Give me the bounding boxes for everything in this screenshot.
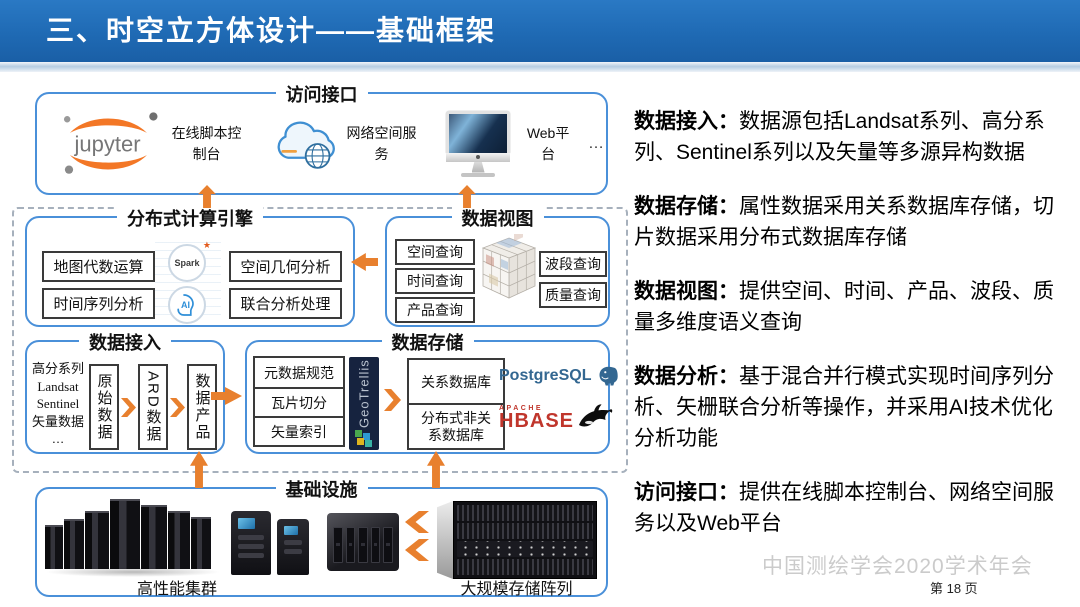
chevron-left-icon — [405, 511, 429, 533]
imac-base — [461, 172, 496, 177]
postgres-elephant-icon — [599, 366, 619, 386]
db-distributed-nosql: 分布式非关系数据库 — [409, 403, 503, 448]
query-time: 时间查询 — [395, 268, 475, 294]
data-storage-title: 数据存储 — [381, 329, 474, 355]
compute-engine-title: 分布式计算引擎 — [117, 205, 263, 231]
access-interface-title: 访问接口 — [275, 81, 368, 107]
paragraph-data-view: 数据视图：提供空间、时间、产品、波段、质量多维度语义查询 — [634, 280, 1054, 334]
storage-array-image — [437, 501, 597, 579]
compute-item-time-series: 时间序列分析 — [42, 288, 155, 319]
cloud-service-icon — [277, 120, 335, 169]
chevron-right-icon — [121, 398, 136, 417]
data-view-box: 数据视图 空间查询 时间查询 产品查询 波段查询 质量查询 — [385, 205, 610, 327]
header-bar: 三、时空立方体设计——基础框架 — [0, 0, 1080, 62]
source-sentinel: Sentinel — [36, 396, 80, 412]
stage-raw-data: 原始数据 — [89, 364, 119, 450]
chevron-right-icon — [170, 398, 185, 417]
imac-web-icon — [446, 110, 511, 177]
access-interface-content: jupyter 在线脚本控制台 网络空间服务 Web平台 … — [37, 94, 606, 193]
compute-engine-box: 分布式计算引擎 地图代数运算 空间几何分析 时间序列分析 联合分析处理 Spar… — [25, 205, 355, 327]
db-relational: 关系数据库 — [421, 373, 491, 390]
compute-item-map-algebra: 地图代数运算 — [42, 251, 155, 282]
conference-watermark: 中国测绘学会2020学术年会 — [762, 555, 1033, 578]
infrastructure-title: 基础设施 — [275, 476, 368, 502]
hpc-cluster-label: 高性能集群 — [136, 581, 217, 598]
geotrellis-label: GeoTrellis — [356, 359, 372, 429]
online-console-label: 在线脚本控制台 — [171, 125, 242, 162]
compute-item-spatial-geometry: 空间几何分析 — [229, 251, 342, 282]
postgresql-logo: PostgreSQL — [499, 364, 620, 388]
page-number: 第 18 页 — [930, 581, 978, 596]
hbase-label: HBASE — [499, 409, 575, 432]
pipeline-vector-index: 矢量索引 — [255, 416, 343, 445]
pipeline-tiling: 瓦片切分 — [255, 387, 343, 416]
middle-dashed-container — [12, 207, 628, 473]
storage-array-label: 大规模存储阵列 — [460, 581, 573, 598]
query-product: 产品查询 — [395, 297, 475, 323]
network-service-label: 网络空间服务 — [346, 125, 417, 162]
chevron-right-icon — [384, 389, 401, 411]
data-ingest-box: 数据接入 高分系列 Landsat Sentinel 矢量数据 … 原始数据 A… — [25, 329, 225, 454]
spark-star-icon: ★ — [202, 240, 211, 250]
geotrellis-logo: GeoTrellis — [349, 357, 379, 450]
web-platform-label: Web平台 — [526, 125, 570, 162]
hbase-logo: APACHE HBASE — [499, 402, 613, 432]
paragraph-data-ingest: 数据接入：数据源包括Landsat系列、高分系列、Sentinel系列以及矢量等… — [634, 110, 1045, 164]
paragraph-access-interface: 访问接口：提供在线脚本控制台、网络空间服务以及Web平台 — [634, 481, 1054, 535]
stage-data-product: 数据产品 — [187, 364, 217, 450]
hpc-cluster-image — [45, 499, 221, 577]
imac-screen — [446, 110, 511, 153]
data-storage-box: 数据存储 元数据规范 瓦片切分 矢量索引 GeoTrellis 关系数据库 分布… — [245, 329, 619, 454]
query-quality: 质量查询 — [539, 282, 607, 308]
header-strip — [0, 62, 1080, 72]
jupyter-logo-icon: jupyter — [63, 111, 158, 174]
page-title: 三、时空立方体设计——基础框架 — [46, 15, 497, 46]
storage-pipeline-stack: 元数据规范 瓦片切分 矢量索引 — [253, 356, 345, 447]
imac-chin — [446, 152, 511, 162]
nas-storage-image — [327, 513, 399, 571]
source-landsat: Landsat — [37, 378, 79, 394]
svg-text:jupyter: jupyter — [74, 131, 141, 156]
data-ingest-title: 数据接入 — [79, 329, 171, 355]
spark-icon: Spark★ — [168, 240, 211, 282]
compute-item-joint-analysis: 联合分析处理 — [229, 288, 342, 319]
stage-ard-data: ARD数据 — [138, 364, 168, 450]
data-cube-image — [481, 234, 537, 299]
source-vector: 矢量数据 — [31, 413, 84, 429]
tower-servers-image — [231, 509, 317, 575]
pipeline-metadata: 元数据规范 — [264, 364, 334, 381]
source-gaofen: 高分系列 — [31, 361, 84, 376]
apache-label: APACHE — [499, 404, 544, 412]
svg-text:AI: AI — [181, 300, 190, 310]
geotrellis-squares-icon — [354, 430, 374, 447]
query-band: 波段查询 — [539, 251, 607, 277]
source-more: … — [51, 431, 65, 447]
access-interface-box: 访问接口 jupyter 在线脚本控制台 网络空间服务 — [35, 81, 608, 195]
paragraph-data-analysis: 数据分析：基于混合并行模式实现时间序列分析、矢栅联合分析等操作，并采用AI技术优… — [634, 365, 1054, 450]
chevron-left-icon — [405, 539, 429, 561]
data-source-list: 高分系列 Landsat Sentinel 矢量数据 … — [29, 360, 87, 448]
database-stack: 关系数据库 分布式非关系数据库 — [407, 358, 505, 450]
orca-icon — [579, 404, 613, 427]
data-view-title: 数据视图 — [451, 205, 544, 231]
description-panel: 数据接入：数据源包括Landsat系列、高分系列、Sentinel系列以及矢量等… — [634, 106, 1062, 562]
more-ellipsis: … — [588, 134, 607, 152]
postgresql-label: PostgreSQL — [499, 367, 592, 384]
ai-icon: AI — [168, 286, 206, 324]
infrastructure-box: 基础设施 高性能集群 大规模存储阵列 — [35, 476, 608, 598]
query-spatial: 空间查询 — [395, 239, 475, 265]
imac-stand — [471, 161, 485, 173]
paragraph-data-storage: 数据存储：属性数据采用关系数据库存储，切片数据采用分布式数据库存储 — [634, 195, 1054, 249]
